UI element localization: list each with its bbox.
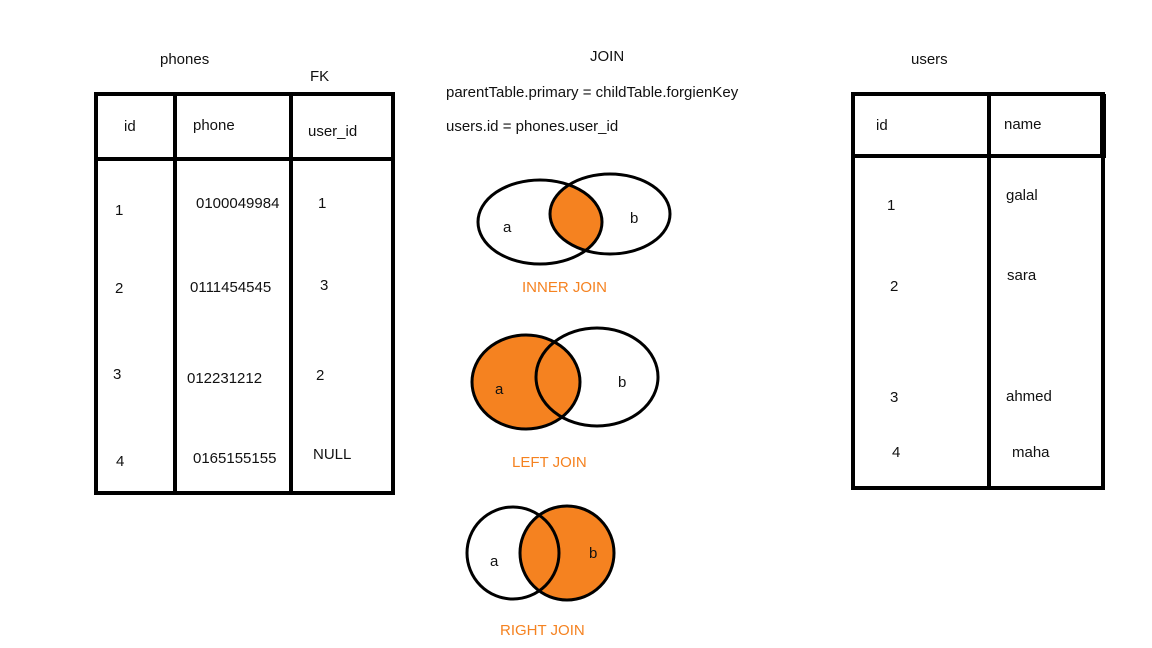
users-table-grid <box>851 92 1106 490</box>
venn-inner-label-a: a <box>503 219 512 236</box>
right-join-caption: RIGHT JOIN <box>500 622 585 639</box>
phones-row-1-user-id: 1 <box>318 195 327 212</box>
venn-inner-circle-a <box>476 178 604 266</box>
users-row-4-name: maha <box>1012 444 1050 461</box>
users-header-name: name <box>1004 116 1042 133</box>
users-table-title: users <box>911 51 948 68</box>
venn-right-circle-b <box>518 504 616 602</box>
users-header-id: id <box>876 117 888 134</box>
users-row-2-id: 2 <box>890 278 899 295</box>
phones-row-1-id: 1 <box>115 202 124 219</box>
inner-join-caption: INNER JOIN <box>522 279 608 296</box>
phones-row-2-phone: 0111454545 <box>190 279 272 296</box>
phones-header-phone: phone <box>193 117 235 134</box>
venn-right-fill <box>520 506 614 600</box>
venn-left-circle-a <box>470 333 582 431</box>
phones-row-3-phone: 012231212 <box>187 370 263 387</box>
users-row-2-name: sara <box>1007 267 1037 284</box>
users-row-3-id: 3 <box>890 389 899 406</box>
users-row-1-id: 1 <box>887 197 896 214</box>
phones-row-3-id: 3 <box>113 366 122 383</box>
join-title: JOIN <box>590 48 625 65</box>
users-row-3-name: ahmed <box>1006 388 1052 405</box>
users-row-1-name: galal <box>1006 187 1038 204</box>
venn-right-join <box>465 504 616 602</box>
phones-header-id: id <box>124 118 136 135</box>
phones-table-grid <box>94 92 395 495</box>
venn-inner-join <box>476 172 672 266</box>
venn-inner-label-b: b <box>630 210 639 227</box>
venn-left-fill <box>472 335 580 429</box>
venn-left-label-b: b <box>618 374 627 391</box>
phones-row-2-user-id: 3 <box>320 277 329 294</box>
phones-table-border <box>94 92 395 495</box>
phones-row-4-user-id: NULL <box>313 446 352 463</box>
venn-left-join <box>470 326 660 431</box>
join-formula-example: users.id = phones.user_id <box>446 118 619 135</box>
phones-table-title: phones <box>160 51 210 68</box>
join-formula-generic: parentTable.primary = childTable.forgien… <box>446 84 739 101</box>
phones-row-4-phone: 0165155155 <box>193 450 277 467</box>
venn-left-circle-b <box>534 326 660 428</box>
phones-row-4-id: 4 <box>116 453 125 470</box>
venn-right-circle-a <box>465 505 561 601</box>
phones-row-2-id: 2 <box>115 280 124 297</box>
phones-header-user-id: user_id <box>308 123 358 140</box>
venn-inner-circle-b <box>548 172 672 256</box>
phones-row-1-phone: 0100049984 <box>196 195 280 212</box>
venn-right-label-b: b <box>589 545 598 562</box>
fk-label: FK <box>310 68 330 85</box>
venn-left-label-a: a <box>495 381 504 398</box>
phones-row-3-user-id: 2 <box>316 367 325 384</box>
users-row-4-id: 4 <box>892 444 901 461</box>
venn-inner-overlap <box>550 180 602 254</box>
venn-right-label-a: a <box>490 553 499 570</box>
users-table-border <box>851 92 1105 490</box>
left-join-caption: LEFT JOIN <box>512 454 587 471</box>
